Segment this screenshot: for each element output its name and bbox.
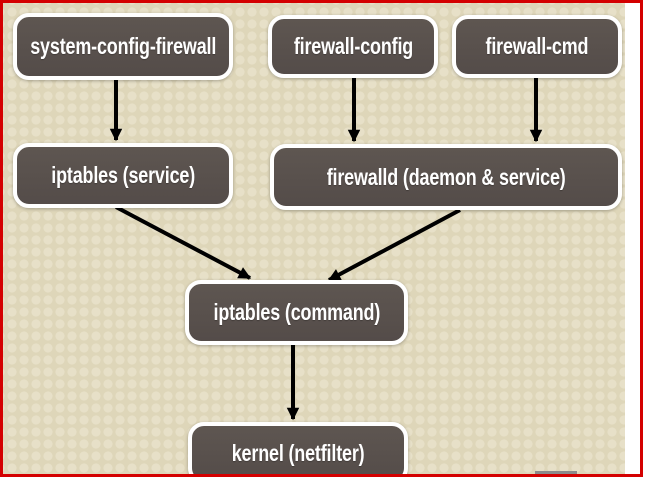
firewall-architecture-diagram: system-config-firewall firewall-config f… [3, 3, 625, 474]
node-label: firewalld (daemon & service) [326, 163, 566, 190]
node-firewalld-daemon-service: firewalld (daemon & service) [270, 144, 622, 210]
arrows-layer [109, 78, 543, 421]
node-kernel-netfilter: kernel (netfilter) [188, 422, 408, 474]
node-iptables-command: iptables (command) [185, 280, 408, 345]
node-label: kernel (netfilter) [231, 439, 365, 466]
node-firewall-config: firewall-config [268, 15, 438, 78]
edge-iptablesservice-to-iptablescommand [115, 205, 252, 280]
node-label: iptables (command) [213, 299, 380, 325]
node-firewall-cmd: firewall-cmd [452, 15, 622, 78]
scrollbar-thumb[interactable] [535, 471, 577, 475]
node-iptables-service: iptables (service) [13, 143, 233, 208]
node-label: firewall-cmd [485, 33, 589, 59]
node-label: firewall-config [293, 33, 413, 59]
edge-firewalld-to-iptablescommand [327, 208, 461, 282]
node-label: iptables (service) [51, 162, 195, 188]
node-label: system-config-firewall [30, 33, 216, 59]
node-system-config-firewall: system-config-firewall [13, 13, 233, 80]
